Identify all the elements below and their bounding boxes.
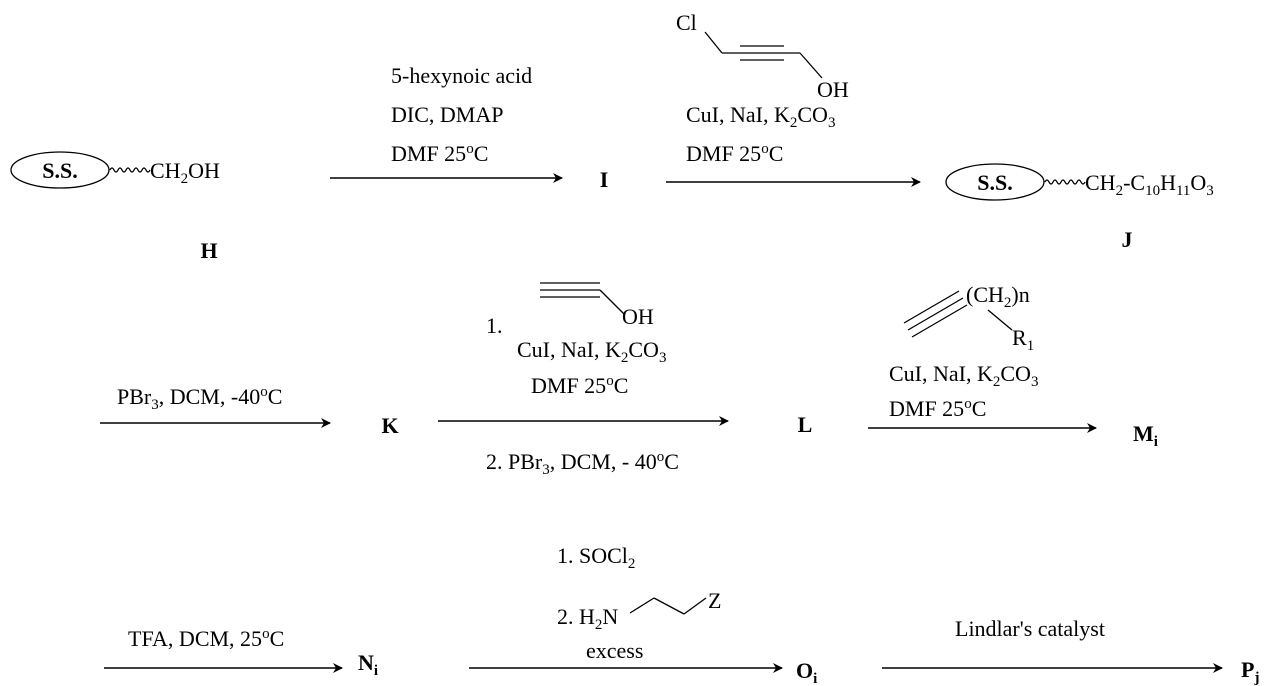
solid-support-j: S.S. CH2-C10H11O3 [945, 163, 1214, 201]
step7-amine-structure: 2. H2N Z [557, 588, 721, 633]
solid-support-ellipse [945, 163, 1045, 201]
h-substituent: CH2OH [150, 158, 220, 187]
bond [629, 597, 655, 614]
bond [683, 597, 707, 615]
bond [599, 289, 625, 315]
solid-support-h: S.S. CH2OH [10, 151, 220, 189]
bond [653, 597, 685, 615]
step2-reagent-line1: CuI, NaI, K2CO3 [686, 102, 835, 131]
step4-number-1: 1. [486, 313, 503, 338]
step2-reagent-line2: DMF 25oC [686, 141, 783, 166]
step6-reagent: TFA, DCM, 25oC [128, 626, 284, 651]
step7-reagent-line3: excess [586, 638, 643, 663]
compound-j: J [1122, 227, 1133, 252]
ch2n-chain: (CH2)n [966, 282, 1030, 311]
step4-propargyl-alcohol-structure: OH [540, 282, 654, 329]
step1-reagent-line3: DMF 25oC [391, 141, 488, 166]
triple-bond [907, 297, 964, 331]
step8-reagent: Lindlar's catalyst [955, 616, 1105, 641]
step5-reagent-line2: DMF 25oC [889, 396, 986, 421]
compound-m-i: Mi [1133, 421, 1158, 450]
compound-k: K [381, 413, 398, 438]
step5-terminal-alkyne-structure: (CH2)n R1 [903, 282, 1034, 354]
compound-h: H [200, 238, 217, 263]
solid-support-ellipse [10, 151, 110, 189]
step4-reagent-line2: DMF 25oC [531, 373, 628, 398]
step1-reagent-line2: DIC, DMAP [391, 102, 503, 127]
step7-reagent-line1: 1. SOCl2 [557, 543, 635, 572]
z-group: Z [708, 588, 721, 613]
compound-p-j: Pj [1241, 657, 1259, 686]
wavy-linker [109, 167, 151, 173]
step4-reagent-line3: 2. PBr3, DCM, - 40oC [486, 449, 679, 478]
hydroxyl-group: OH [622, 304, 654, 329]
compound-n-i: Ni [358, 650, 378, 679]
wavy-linker [1044, 179, 1086, 185]
bond [799, 52, 823, 79]
step4-reagent-line1: CuI, NaI, K2CO3 [517, 337, 666, 366]
step7-amine-label: 2. H2N [557, 604, 618, 633]
compound-i: I [600, 167, 609, 192]
step5-reagent-line1: CuI, NaI, K2CO3 [889, 361, 1038, 390]
hydroxyl-group: OH [817, 77, 849, 102]
r1-group: R1 [1012, 325, 1034, 354]
step3-reagent: PBr3, DCM, -40oC [117, 384, 282, 413]
bond [987, 309, 1013, 331]
compound-l: L [798, 412, 813, 437]
solid-support-label: S.S. [42, 158, 77, 183]
step1-reagent-line1: 5-hexynoic acid [391, 63, 532, 88]
chloro-atom: Cl [676, 10, 697, 35]
solid-support-label: S.S. [977, 170, 1012, 195]
j-substituent: CH2-C10H11O3 [1085, 170, 1214, 199]
compound-o-i: Oi [796, 658, 817, 686]
bond [704, 31, 723, 54]
step2-propargyl-chloride-structure: Cl OH [676, 10, 849, 102]
